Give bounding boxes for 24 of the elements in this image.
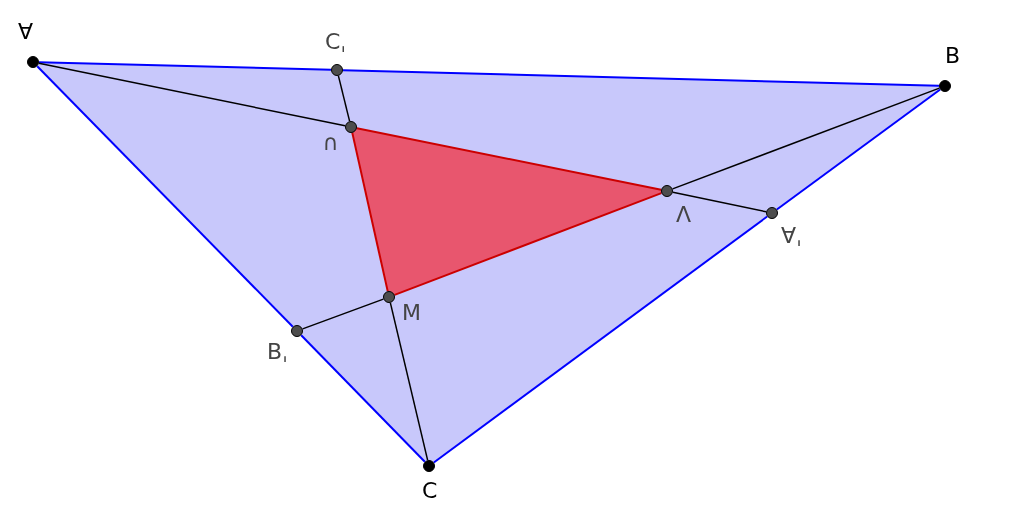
line-segment [389, 302, 429, 461]
line-segment [671, 87, 941, 190]
point-label: ∀ [18, 20, 34, 43]
point-label: M [402, 301, 421, 324]
line-segment [775, 88, 942, 211]
point-label: Cˌ [325, 30, 347, 53]
line-segment [300, 334, 426, 463]
line-segment [342, 69, 940, 87]
line-segment [38, 62, 346, 127]
line-segment [301, 298, 385, 330]
line-segment [337, 75, 351, 122]
line-segment [355, 127, 663, 191]
point-label: ∀ˌ [781, 224, 803, 247]
point-label: ∩ [322, 131, 339, 154]
point-label: Bˌ [267, 340, 289, 363]
line-segment [432, 215, 769, 464]
line-segment [36, 65, 294, 328]
point-label: B [945, 44, 961, 67]
line-segment [393, 192, 663, 296]
line-segment [38, 61, 332, 71]
line-segment [351, 131, 389, 293]
point-label: Λ [676, 203, 692, 226]
line-segment [672, 191, 767, 213]
point-label: C [422, 479, 438, 502]
